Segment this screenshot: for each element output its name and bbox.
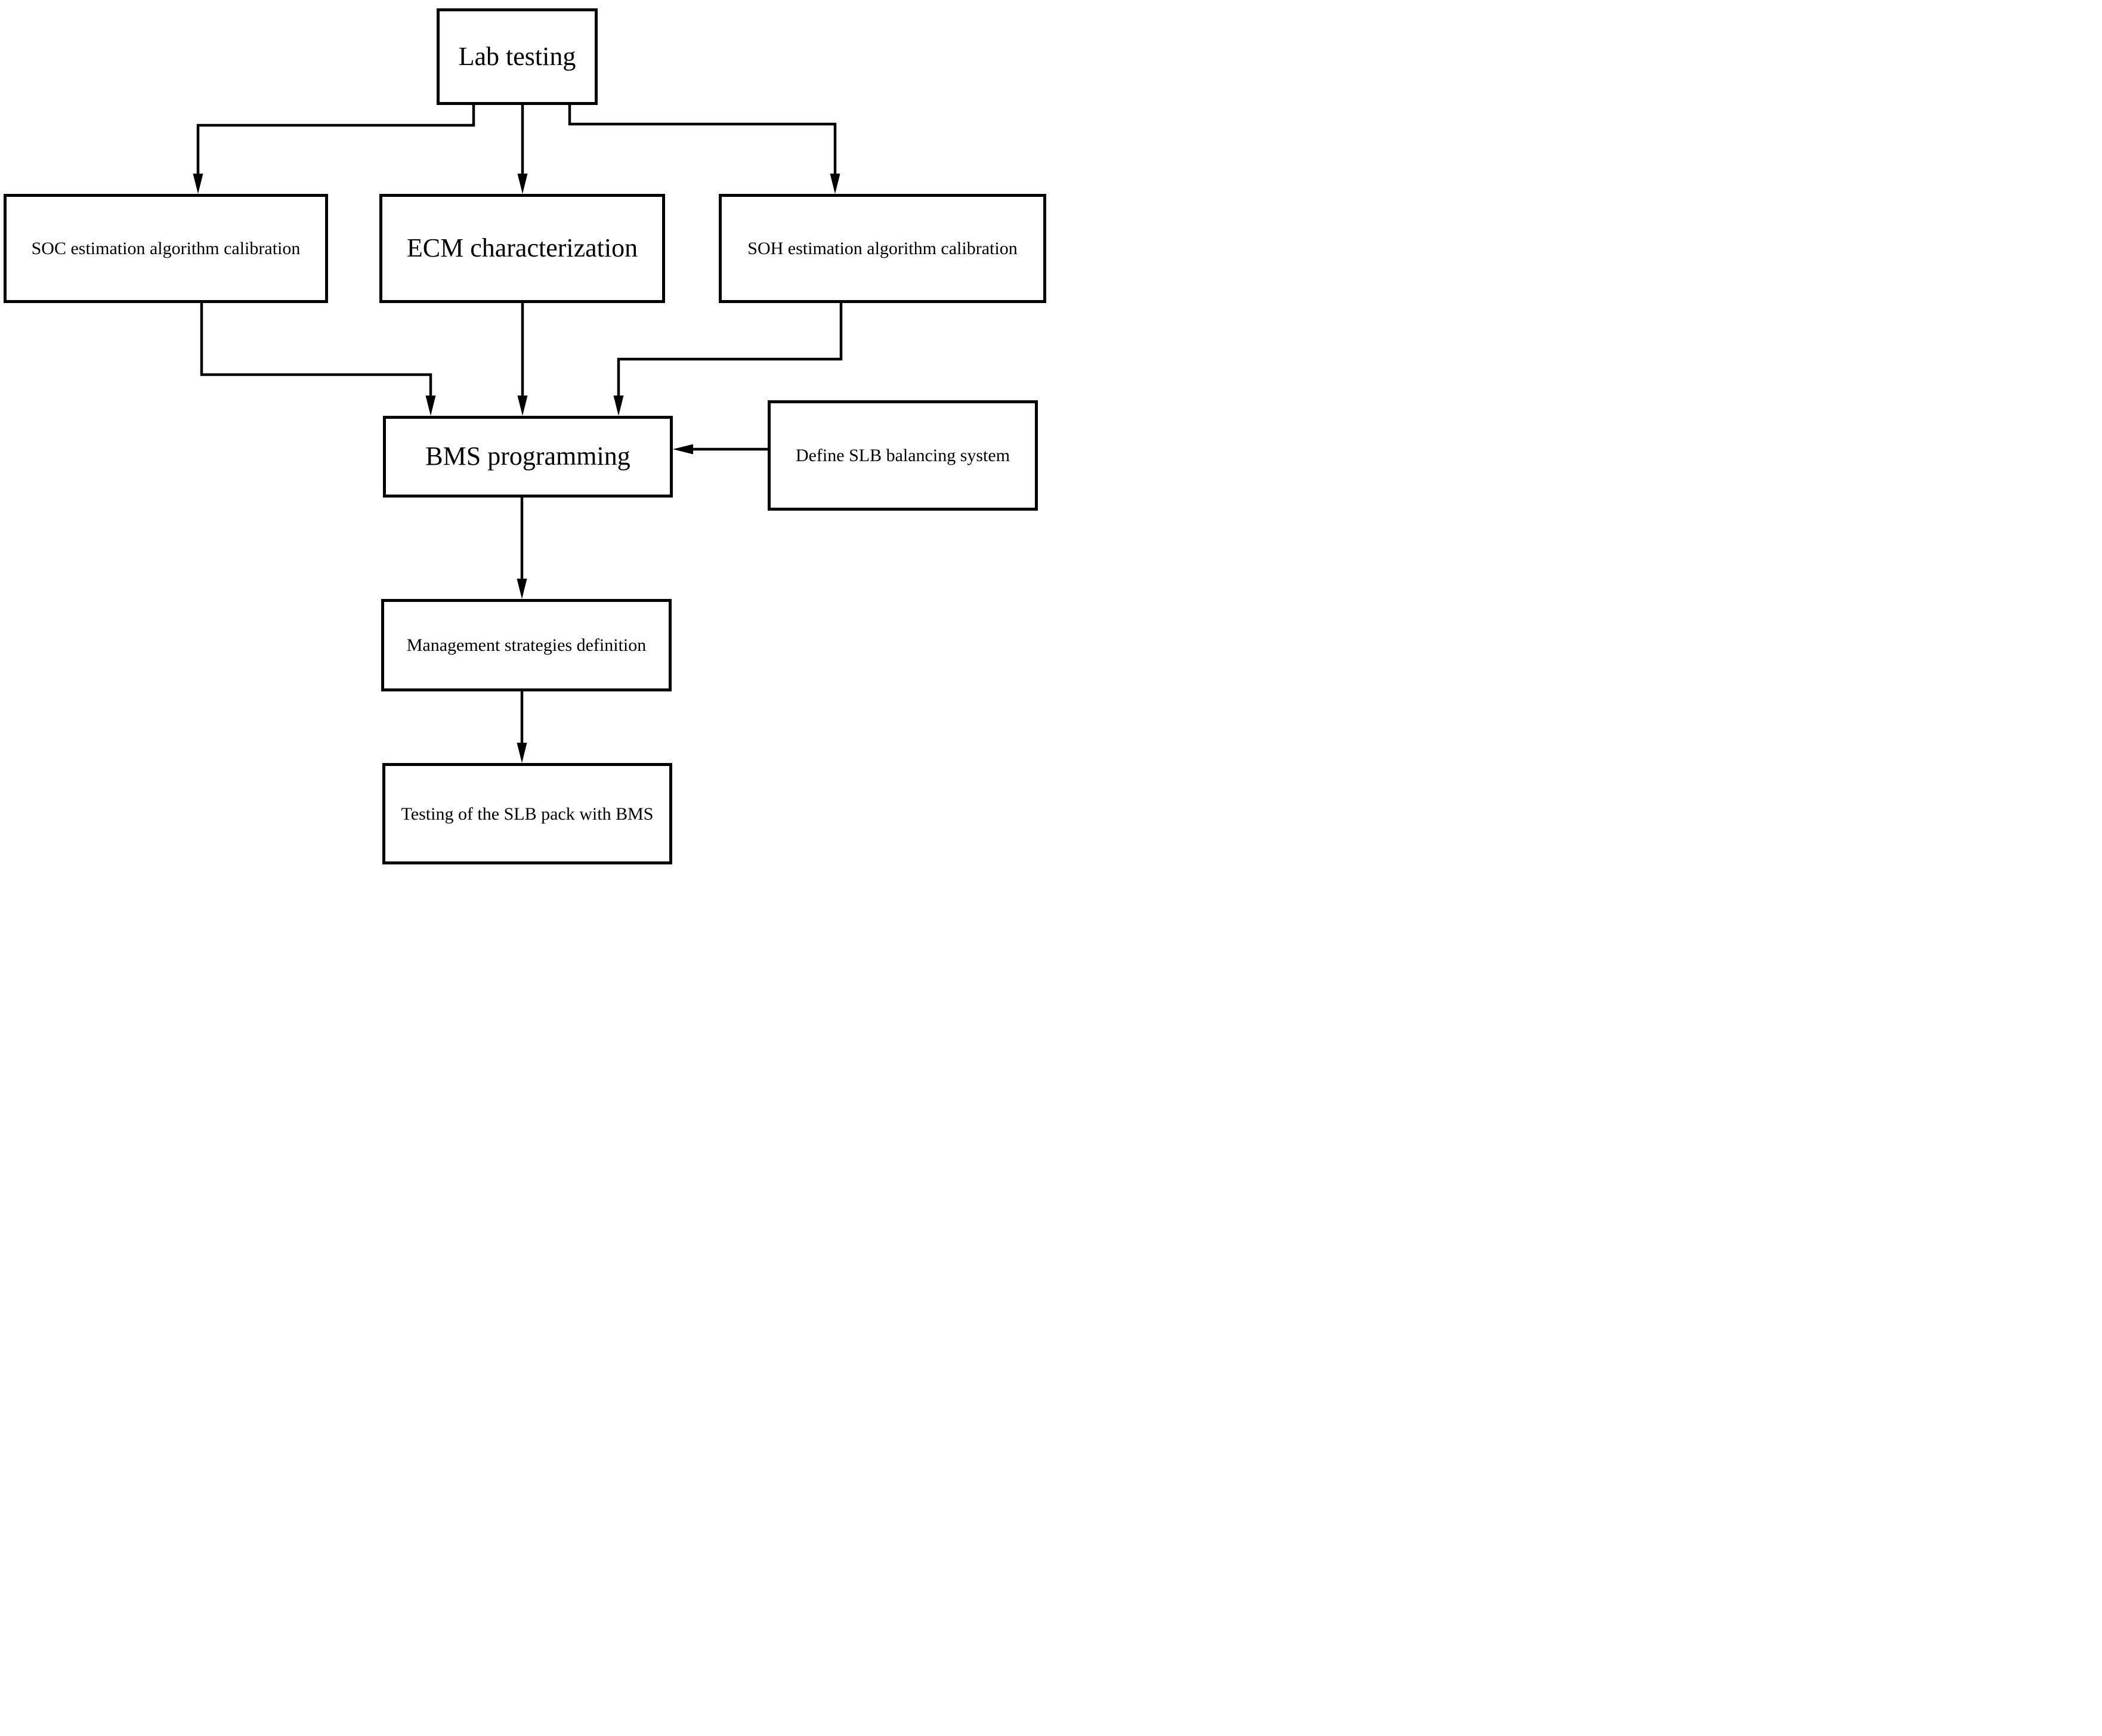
node-bms-programming: BMS programming xyxy=(383,416,673,498)
arrow-lab-to-ecm xyxy=(517,105,528,194)
node-testing-slb-pack-with-bms-label: Testing of the SLB pack with BMS xyxy=(401,804,654,824)
node-define-slb-balancing-system-label: Define SLB balancing system xyxy=(795,446,1010,465)
node-ecm-characterization: ECM characterization xyxy=(379,194,665,303)
arrow-lab-to-soh xyxy=(568,105,840,194)
node-soc-estimation-calibration-label: SOC estimation algorithm calibration xyxy=(31,239,301,258)
node-soh-estimation-calibration-label: SOH estimation algorithm calibration xyxy=(747,239,1018,258)
node-soh-estimation-calibration: SOH estimation algorithm calibration xyxy=(719,194,1046,303)
node-bms-programming-label: BMS programming xyxy=(425,441,630,471)
arrow-bms-to-management xyxy=(517,498,527,599)
node-lab-testing-label: Lab testing xyxy=(458,41,576,71)
arrow-soc-to-bms xyxy=(200,303,436,416)
flowchart-canvas: Lab testing SOC estimation algorithm cal… xyxy=(0,0,1051,868)
arrow-define-slb-to-bms xyxy=(673,444,768,455)
node-management-strategies-definition: Management strategies definition xyxy=(381,599,672,691)
arrow-lab-to-soc xyxy=(193,105,475,194)
node-define-slb-balancing-system: Define SLB balancing system xyxy=(768,400,1038,511)
node-soc-estimation-calibration: SOC estimation algorithm calibration xyxy=(4,194,328,303)
node-ecm-characterization-label: ECM characterization xyxy=(406,233,638,263)
node-management-strategies-definition-label: Management strategies definition xyxy=(406,635,647,655)
node-lab-testing: Lab testing xyxy=(437,8,598,105)
arrow-management-to-testing xyxy=(517,691,527,763)
arrow-soh-to-bms xyxy=(613,303,843,416)
node-testing-slb-pack-with-bms: Testing of the SLB pack with BMS xyxy=(382,763,672,864)
arrow-ecm-to-bms xyxy=(517,303,528,416)
